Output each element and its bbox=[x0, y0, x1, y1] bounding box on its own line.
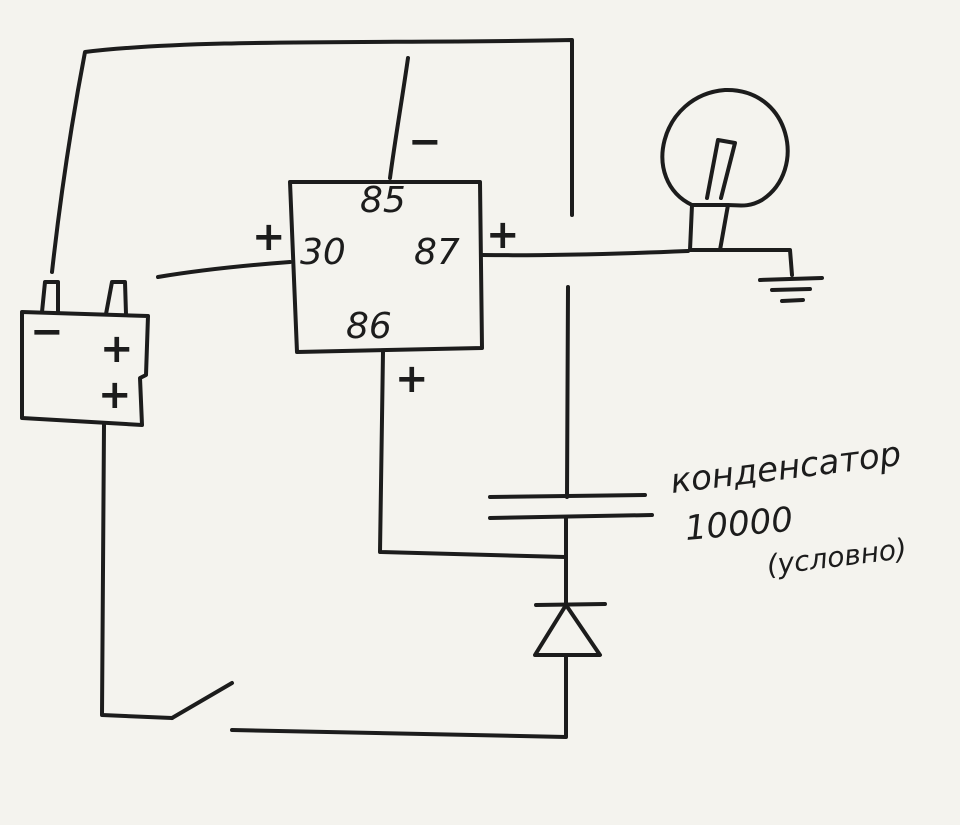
wire-85-to-top bbox=[388, 56, 410, 180]
relay-pin-87: 87 bbox=[414, 232, 460, 273]
battery-body bbox=[20, 310, 150, 427]
battery-terminal-minus bbox=[40, 280, 60, 314]
sign-above-85: − bbox=[408, 119, 442, 165]
wire-top-loop bbox=[50, 38, 574, 274]
capacitor-value: 10000 bbox=[683, 500, 794, 549]
lamp-bulb bbox=[660, 87, 790, 208]
wire-diode-to-bottom bbox=[230, 653, 568, 739]
wire-86-to-capacitor bbox=[378, 350, 567, 559]
ground-line-1 bbox=[758, 276, 824, 282]
relay-pin-86: 86 bbox=[346, 306, 392, 347]
relay-pin-30: 30 bbox=[300, 232, 346, 273]
wire-battery-to-switch bbox=[100, 423, 174, 720]
relay-box bbox=[288, 180, 484, 354]
battery-plus-sign-2: + bbox=[98, 372, 132, 418]
relay-pin-85: 85 bbox=[360, 180, 406, 221]
lamp-base bbox=[688, 203, 730, 252]
diode-triangle bbox=[533, 603, 602, 657]
sign-right-87: + bbox=[486, 212, 520, 258]
capacitor-label: конденсатор bbox=[668, 434, 903, 502]
ground-line-2 bbox=[770, 287, 812, 292]
wire-lamp-to-ground bbox=[718, 248, 794, 277]
capacitor-plate-top bbox=[488, 493, 647, 499]
battery-minus-sign: − bbox=[30, 309, 64, 355]
wire-87-to-lamp bbox=[480, 249, 690, 258]
sign-left-30: + bbox=[252, 214, 286, 260]
diode-bar bbox=[534, 602, 607, 607]
switch-contact bbox=[170, 681, 234, 720]
wire-battery-to-30 bbox=[156, 260, 292, 279]
battery-plus-sign-1: + bbox=[100, 326, 134, 372]
ground-line-3 bbox=[780, 298, 805, 303]
capacitor-plate-bottom bbox=[488, 513, 654, 520]
battery-terminal-plus bbox=[104, 280, 128, 316]
sign-below-86: + bbox=[395, 356, 429, 402]
lamp-filament bbox=[705, 138, 737, 200]
wire-junction-to-capacitor bbox=[565, 285, 570, 499]
